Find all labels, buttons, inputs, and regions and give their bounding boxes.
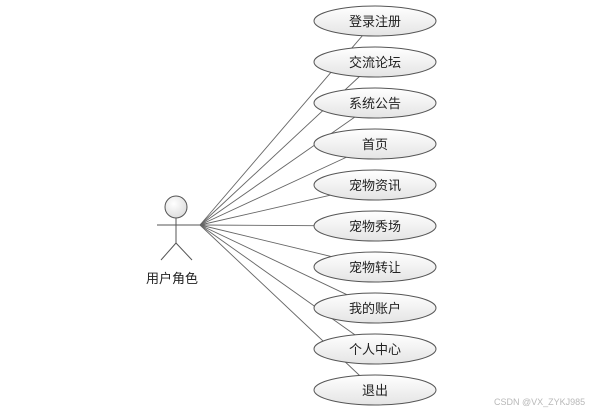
use-case-ellipse — [313, 251, 437, 283]
actor-right-leg — [175, 242, 193, 261]
use-case: 交流论坛 — [313, 46, 437, 78]
use-case: 退出 — [313, 374, 437, 406]
use-case-ellipse — [313, 333, 437, 365]
use-case-label: 登录注册 — [349, 15, 401, 30]
use-case-label: 个人中心 — [349, 343, 401, 358]
use-case-ellipse — [313, 374, 437, 406]
use-case-label: 宠物转让 — [349, 260, 401, 276]
association-line — [199, 224, 332, 257]
use-case: 系统公告 — [313, 87, 437, 119]
use-case: 我的账户 — [313, 292, 437, 324]
association-line — [199, 224, 315, 227]
association-line — [199, 194, 331, 226]
use-case: 首页 — [313, 128, 437, 160]
use-case: 宠物秀场 — [313, 210, 437, 242]
use-case: 个人中心 — [313, 333, 437, 365]
actor-figure — [157, 195, 200, 261]
watermark: CSDN @VX_ZYKJ985 — [494, 397, 586, 407]
use-case-label: 交流论坛 — [349, 55, 401, 71]
actor-left-leg — [160, 242, 177, 261]
use-case: 宠物资讯 — [313, 169, 437, 201]
actor-head — [164, 195, 188, 219]
use-case-ellipse — [313, 128, 437, 160]
use-case: 宠物转让 — [313, 251, 437, 283]
use-case-label: 系统公告 — [349, 97, 401, 112]
use-case-ellipse — [313, 292, 437, 324]
use-case-ellipse — [313, 46, 437, 78]
use-case-label: 宠物资讯 — [349, 178, 401, 194]
use-case-label: 退出 — [362, 384, 388, 399]
use-case-ellipse — [313, 210, 437, 242]
actor-label: 用户角色 — [146, 271, 198, 287]
use-case-ellipse — [313, 169, 437, 201]
use-case-label: 我的账户 — [349, 301, 401, 317]
use-case-label: 宠物秀场 — [349, 219, 401, 235]
use-case-ellipse — [313, 5, 437, 37]
association-line — [199, 156, 347, 226]
use-case-label: 首页 — [362, 138, 388, 153]
use-case: 登录注册 — [313, 5, 437, 37]
use-case-ellipse — [313, 87, 437, 119]
association-line — [199, 224, 348, 296]
